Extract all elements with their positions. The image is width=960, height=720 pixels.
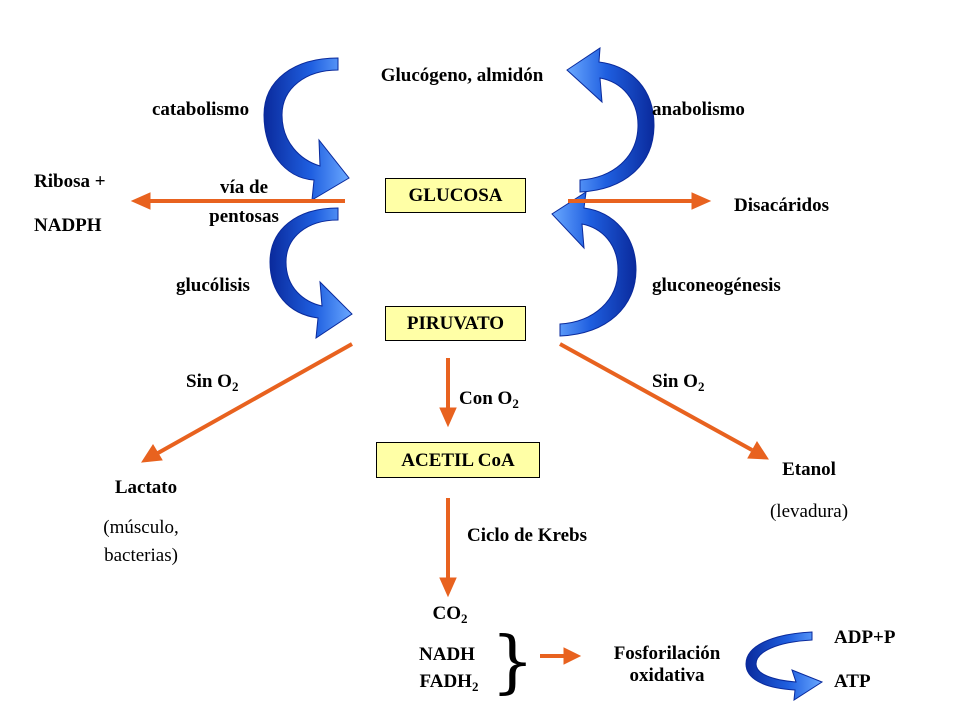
co2-label: CO2 bbox=[432, 603, 468, 626]
adp-atp-curved-arrow bbox=[745, 631, 824, 701]
fosforilacion-arrowhead bbox=[563, 647, 582, 665]
sin-o2-right-label: Sin O2 bbox=[652, 371, 705, 394]
glucolisis-label: glucólisis bbox=[176, 275, 250, 296]
etanol-label: Etanol bbox=[782, 459, 836, 480]
atp-label: ATP bbox=[834, 671, 871, 692]
krebs-label: Ciclo de Krebs bbox=[467, 525, 587, 546]
sin-o2-right-text: Sin O bbox=[652, 371, 698, 392]
lactato-note-line1: (músculo, bbox=[103, 517, 179, 538]
etanol-arrow bbox=[559, 342, 753, 452]
glucosa-label: GLUCOSA bbox=[408, 185, 503, 206]
anabolismo-curved-arrow bbox=[566, 47, 655, 193]
con-o2-subscript: 2 bbox=[512, 396, 519, 411]
via-pentosas-arrowhead bbox=[130, 192, 151, 210]
products-brace: } bbox=[491, 623, 535, 702]
ribosa-label: Ribosa + bbox=[34, 171, 106, 192]
acetil-coa-box: ACETIL CoA bbox=[376, 442, 540, 478]
co2-text: CO bbox=[432, 603, 462, 624]
sin-o2-right-subscript: 2 bbox=[697, 379, 705, 394]
con-o2-arrowhead bbox=[439, 407, 457, 428]
lactato-arrow bbox=[157, 342, 353, 455]
sin-o2-left-subscript: 2 bbox=[231, 379, 239, 394]
con-o2-text: Con O bbox=[459, 388, 513, 409]
co2-subscript: 2 bbox=[461, 611, 468, 626]
disacaridos-label: Disacáridos bbox=[734, 195, 829, 216]
sin-o2-left-label: Sin O2 bbox=[186, 371, 239, 394]
etanol-arrowhead bbox=[747, 441, 769, 460]
fadh2-label: FADH2 bbox=[419, 671, 479, 694]
acetil-coa-label: ACETIL CoA bbox=[401, 449, 515, 471]
disacaridos-arrowhead bbox=[691, 192, 712, 210]
glucosa-box: GLUCOSA bbox=[385, 178, 526, 213]
glucogeno-label: Glucógeno, almidón bbox=[380, 65, 544, 86]
piruvato-box: PIRUVATO bbox=[385, 306, 526, 341]
catabolismo-curved-arrow bbox=[263, 57, 350, 201]
via-label-line1: vía de bbox=[219, 177, 269, 198]
via-label-line2: pentosas bbox=[209, 206, 279, 227]
nadh-label: NADH bbox=[419, 644, 475, 665]
lactato-arrowhead bbox=[141, 444, 163, 463]
fosforilacion-line1: Fosforilación bbox=[613, 643, 721, 664]
sin-o2-left-text: Sin O bbox=[186, 371, 232, 392]
glucolisis-curved-arrow bbox=[269, 207, 353, 340]
fadh2-text: FADH bbox=[419, 671, 472, 692]
piruvato-label: PIRUVATO bbox=[406, 313, 505, 334]
catabolismo-label: catabolismo bbox=[152, 99, 250, 120]
lactato-note-line2: bacterias) bbox=[104, 545, 178, 566]
orange-arrows bbox=[130, 192, 769, 665]
gluconeogenesis-label: gluconeogénesis bbox=[652, 275, 781, 296]
etanol-note: (levadura) bbox=[769, 501, 849, 522]
nadph-label: NADPH bbox=[34, 215, 102, 236]
con-o2-label: Con O2 bbox=[459, 388, 519, 411]
krebs-arrowhead bbox=[439, 577, 457, 598]
adp-label: ADP+P bbox=[834, 627, 896, 648]
anabolismo-label: anabolismo bbox=[652, 99, 745, 120]
fosforilacion-line2: oxidativa bbox=[629, 665, 705, 686]
lactato-label: Lactato bbox=[114, 477, 178, 498]
gluconeogenesis-curved-arrow bbox=[551, 190, 637, 337]
fadh2-subscript: 2 bbox=[471, 679, 479, 694]
